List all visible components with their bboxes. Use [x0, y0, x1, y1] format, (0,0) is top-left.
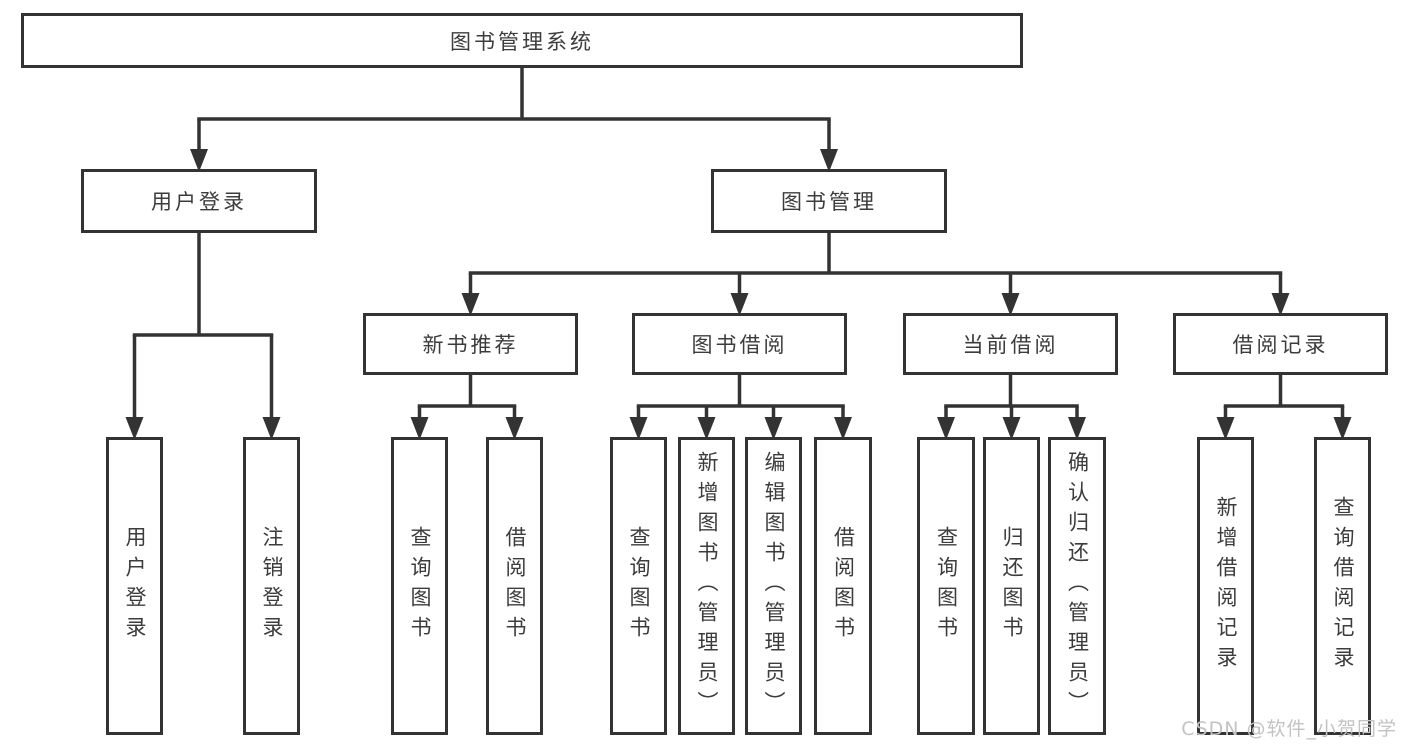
node-bb-edit-book: 编辑图书（管理员）: [745, 437, 802, 735]
node-label: 借阅图书: [831, 526, 856, 646]
node-new-book-rec: 新书推荐: [363, 313, 578, 375]
node-label: 查询图书: [627, 526, 651, 646]
node-user-login: 用户登录: [81, 169, 317, 233]
node-label: 用户登录: [151, 190, 247, 214]
node-br-add-record: 新增借阅记录: [1197, 437, 1254, 735]
node-book-mgmt: 图书管理: [711, 169, 947, 233]
node-borrow-records: 借阅记录: [1173, 313, 1388, 375]
node-cb-confirm: 确认归还（管理员）: [1048, 437, 1106, 735]
node-label: 用户登录: [123, 526, 147, 646]
node-current-borrow: 当前借阅: [903, 313, 1118, 375]
node-rec-borrow-book: 借阅图书: [486, 437, 543, 735]
node-root: 图书管理系统: [21, 13, 1023, 68]
node-label: 查询图书: [408, 526, 432, 646]
node-rec-query-book: 查询图书: [391, 437, 448, 735]
node-label: 图书管理: [781, 190, 877, 214]
node-label: 借阅图书: [503, 526, 527, 646]
node-label: 新增图书（管理员）: [695, 451, 719, 721]
node-bb-add-book: 新增图书（管理员）: [678, 437, 735, 735]
node-label: 注销登录: [260, 526, 284, 646]
node-cb-query-book: 查询图书: [917, 437, 975, 735]
node-label: 查询借阅记录: [1331, 496, 1355, 676]
node-br-query-record: 查询借阅记录: [1314, 437, 1371, 735]
node-label: 归还图书: [1000, 526, 1024, 646]
node-label: 查询图书: [934, 526, 959, 646]
node-bb-query-book: 查询图书: [610, 437, 667, 735]
node-label: 借阅记录: [1232, 333, 1329, 357]
node-bb-borrow-book: 借阅图书: [814, 437, 872, 735]
node-book-borrow: 图书借阅: [632, 313, 847, 375]
node-label: 当前借阅: [962, 333, 1059, 357]
node-login: 用户登录: [106, 437, 163, 735]
node-label: 确认归还（管理员）: [1065, 451, 1090, 721]
watermark: CSDN @软件_小贺同学: [1181, 718, 1397, 740]
node-label: 图书借阅: [691, 333, 788, 357]
node-label: 新增借阅记录: [1214, 496, 1238, 676]
node-logout: 注销登录: [243, 437, 300, 735]
node-cb-return-book: 归还图书: [983, 437, 1040, 735]
node-label: 新书推荐: [422, 333, 519, 357]
node-label: 图书管理系统: [450, 29, 594, 54]
node-label: 编辑图书（管理员）: [762, 451, 786, 721]
